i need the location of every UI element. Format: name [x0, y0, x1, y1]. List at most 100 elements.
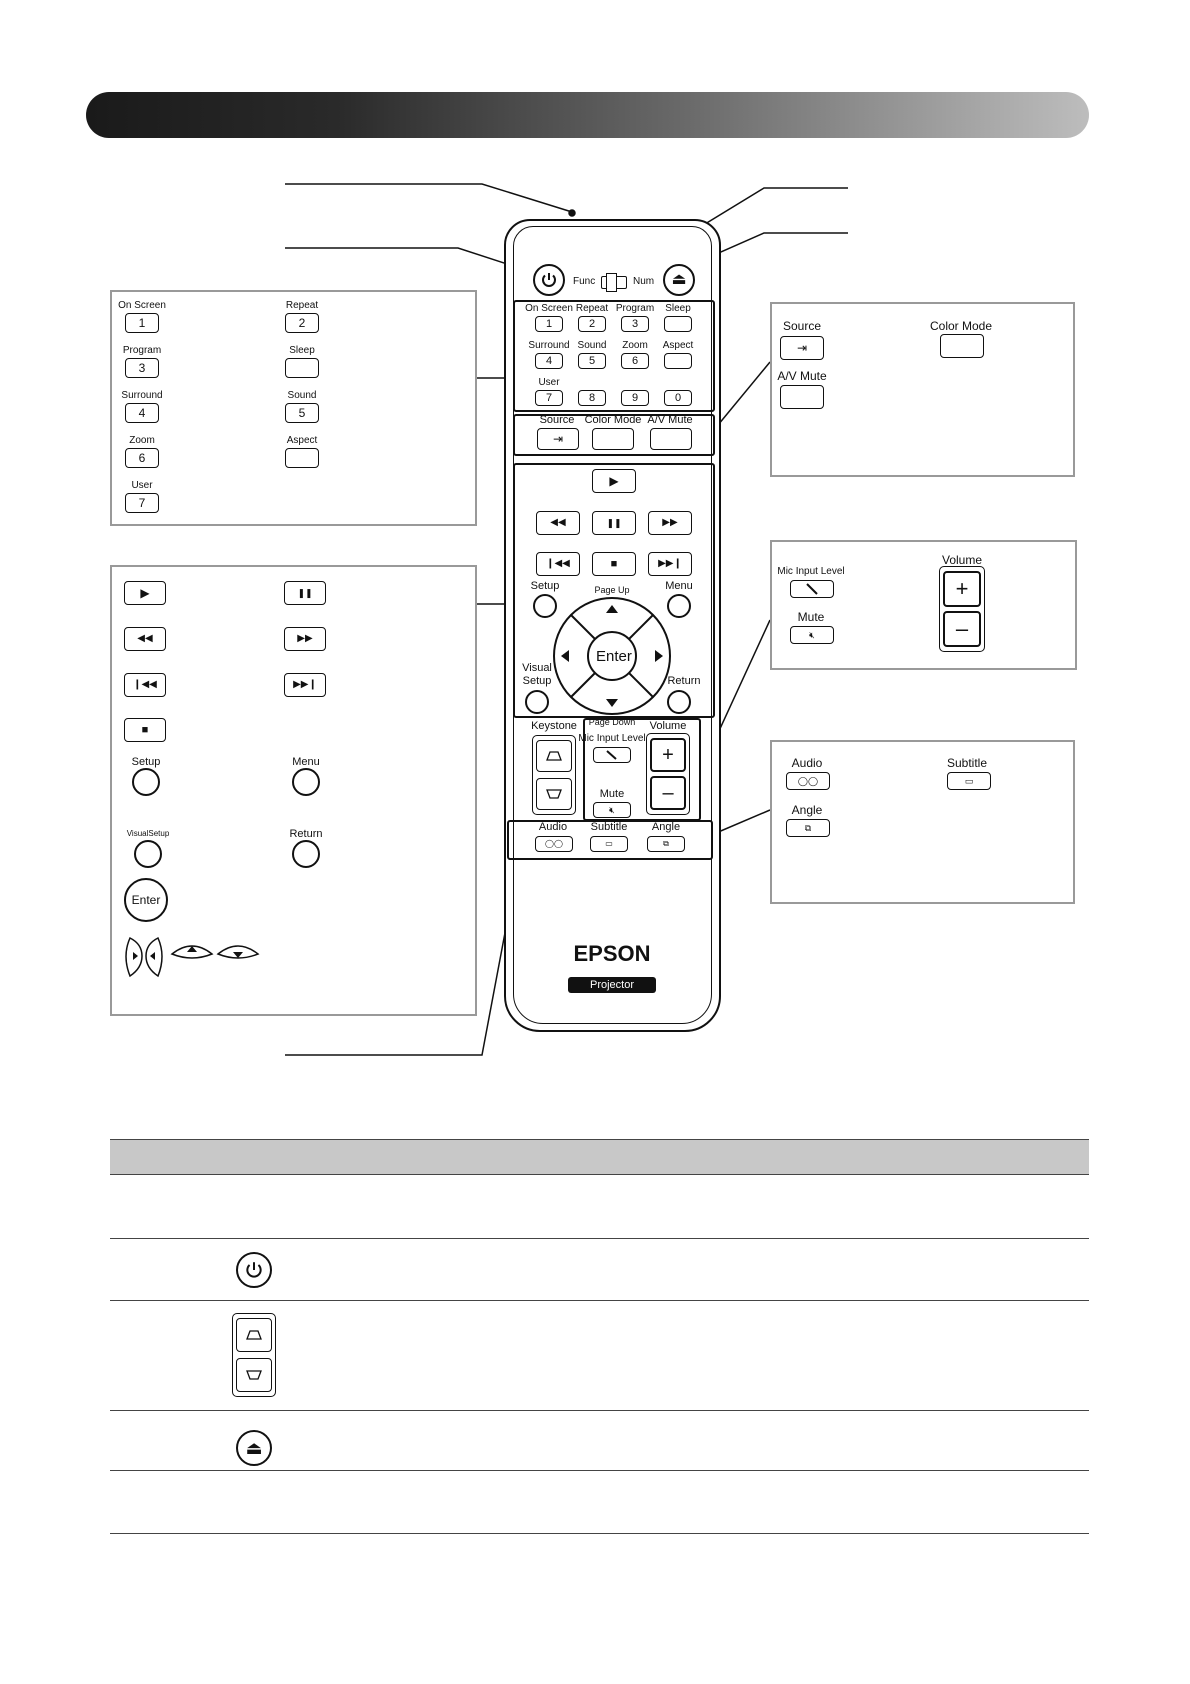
table-eject-icon: ⏏	[236, 1430, 272, 1466]
panel-number-key[interactable]: 1	[125, 313, 159, 333]
table-row-divider	[110, 1470, 1089, 1471]
remote-key-label: User	[538, 377, 560, 388]
remote-number-key[interactable]: 2	[578, 316, 606, 332]
stop-button[interactable]: ■	[592, 552, 636, 576]
visual-setup-button[interactable]	[525, 690, 549, 714]
panel-previous-button[interactable]: ❙◀◀	[124, 673, 166, 697]
remote-number-key-label: 8	[588, 392, 596, 404]
stop-icon: ■	[610, 557, 618, 570]
remote-number-key[interactable]	[664, 316, 692, 332]
panel-mic-input-button[interactable]	[790, 580, 834, 598]
remote-number-key[interactable]: 5	[578, 353, 606, 369]
panel-number-key[interactable]: 3	[125, 358, 159, 378]
mute-button[interactable]: 🔇︎	[593, 802, 631, 818]
power-button[interactable]	[533, 264, 565, 296]
panel-menu-button[interactable]	[292, 768, 320, 796]
right-arrow-icon	[655, 650, 663, 662]
enter-button-label[interactable]: Enter	[596, 648, 632, 665]
remote-number-key[interactable]: 3	[621, 316, 649, 332]
number-keys-group	[513, 300, 715, 412]
panel-audio-button[interactable]: ◯◯	[786, 772, 830, 790]
panel-number-key[interactable]: 2	[285, 313, 319, 333]
remote-number-key[interactable]: 6	[621, 353, 649, 369]
remote-number-key[interactable]	[664, 353, 692, 369]
av-mute-button[interactable]	[650, 428, 692, 450]
panel-av-mute-button[interactable]	[780, 385, 824, 409]
remote-number-key[interactable]: 7	[535, 390, 563, 406]
pause-button[interactable]: ❚❚	[592, 511, 636, 535]
panel-visual-setup-button[interactable]	[134, 840, 162, 868]
panel-stop-button[interactable]: ■	[124, 718, 166, 742]
mic-input-button[interactable]	[593, 747, 631, 763]
audio-button[interactable]: ◯◯	[535, 836, 573, 852]
panel-angle-label: Angle	[791, 803, 823, 817]
angle-button[interactable]: ⧉	[647, 836, 685, 852]
plus-icon: +	[955, 576, 969, 601]
panel-color-mode-button[interactable]	[940, 334, 984, 358]
panel-number-key[interactable]: 6	[125, 448, 159, 468]
angle-icon: ⧉	[804, 822, 812, 833]
panel-next-button[interactable]: ▶▶❙	[284, 673, 326, 697]
play-button[interactable]: ▶	[592, 469, 636, 493]
panel-arrow-keys[interactable]	[122, 934, 272, 980]
previous-button[interactable]: ❙◀◀	[536, 552, 580, 576]
panel-setup-button[interactable]	[132, 768, 160, 796]
remote-key-label: Surround	[528, 340, 570, 351]
power-icon	[542, 273, 556, 287]
panel-number-key-label: 7	[138, 496, 146, 510]
directional-pad[interactable]	[552, 596, 672, 716]
panel-number-key-label: 5	[298, 406, 306, 420]
remote-number-key[interactable]: 9	[621, 390, 649, 406]
next-button[interactable]: ▶▶❙	[648, 552, 692, 576]
panel-return-button[interactable]	[292, 840, 320, 868]
panel-fast-forward-button[interactable]: ▶▶	[284, 627, 326, 651]
volume-down-button[interactable]: –	[650, 776, 686, 810]
panel-volume-down-button[interactable]: –	[943, 611, 981, 647]
remote-key-label: Zoom	[622, 340, 648, 351]
panel-number-key[interactable]	[285, 358, 319, 378]
remote-number-key[interactable]: 4	[535, 353, 563, 369]
panel-setup-label: Setup	[131, 756, 161, 768]
remote-number-key[interactable]: 1	[535, 316, 563, 332]
remote-number-key-label: 3	[631, 318, 639, 330]
panel-return-label: Return	[289, 828, 323, 840]
angle-icon: ⧉	[663, 839, 669, 848]
table-row-divider	[110, 1410, 1089, 1411]
keystone-up-button[interactable]	[536, 740, 572, 772]
panel-angle-button[interactable]: ⧉	[786, 819, 830, 837]
panel-number-key[interactable]: 5	[285, 403, 319, 423]
volume-up-button[interactable]: +	[650, 738, 686, 772]
panel-enter-button[interactable]: Enter	[124, 878, 168, 922]
panel-number-key[interactable]: 4	[125, 403, 159, 423]
remote-key-label: Sleep	[665, 303, 691, 314]
fast-forward-button[interactable]: ▶▶	[648, 511, 692, 535]
panel-play-button[interactable]: ▶	[124, 581, 166, 605]
subtitle-button[interactable]: ▭	[590, 836, 628, 852]
remote-number-key[interactable]: 8	[578, 390, 606, 406]
rewind-icon: ◀◀	[550, 517, 566, 528]
remote-number-key[interactable]: 0	[664, 390, 692, 406]
panel-mute-button[interactable]: 🔇︎	[790, 626, 834, 644]
next-icon: ▶▶❙	[293, 679, 317, 690]
setup-button[interactable]	[533, 594, 557, 618]
panel-key-label: Repeat	[285, 300, 319, 311]
panel-source-button[interactable]: ⇥	[780, 336, 824, 360]
keystone-down-button[interactable]	[536, 778, 572, 810]
color-mode-button[interactable]	[592, 428, 634, 450]
panel-rewind-button[interactable]: ◀◀	[124, 627, 166, 651]
panel-number-key[interactable]: 7	[125, 493, 159, 513]
panel-volume-up-button[interactable]: +	[943, 571, 981, 607]
panel-key-label: Aspect	[286, 435, 318, 446]
panel-number-key-label: 2	[298, 316, 306, 330]
eject-button[interactable]: ⏏	[663, 264, 695, 296]
source-button[interactable]: ⇥	[537, 428, 579, 450]
func-num-switch[interactable]: Func Num	[573, 273, 673, 292]
panel-subtitle-button[interactable]: ▭	[947, 772, 991, 790]
return-button[interactable]	[667, 690, 691, 714]
pause-icon: ❚❚	[297, 587, 313, 598]
panel-number-key[interactable]	[285, 448, 319, 468]
panel-pause-button[interactable]: ❚❚	[284, 581, 326, 605]
rewind-button[interactable]: ◀◀	[536, 511, 580, 535]
left-arrow-icon	[150, 952, 155, 960]
menu-button[interactable]	[667, 594, 691, 618]
